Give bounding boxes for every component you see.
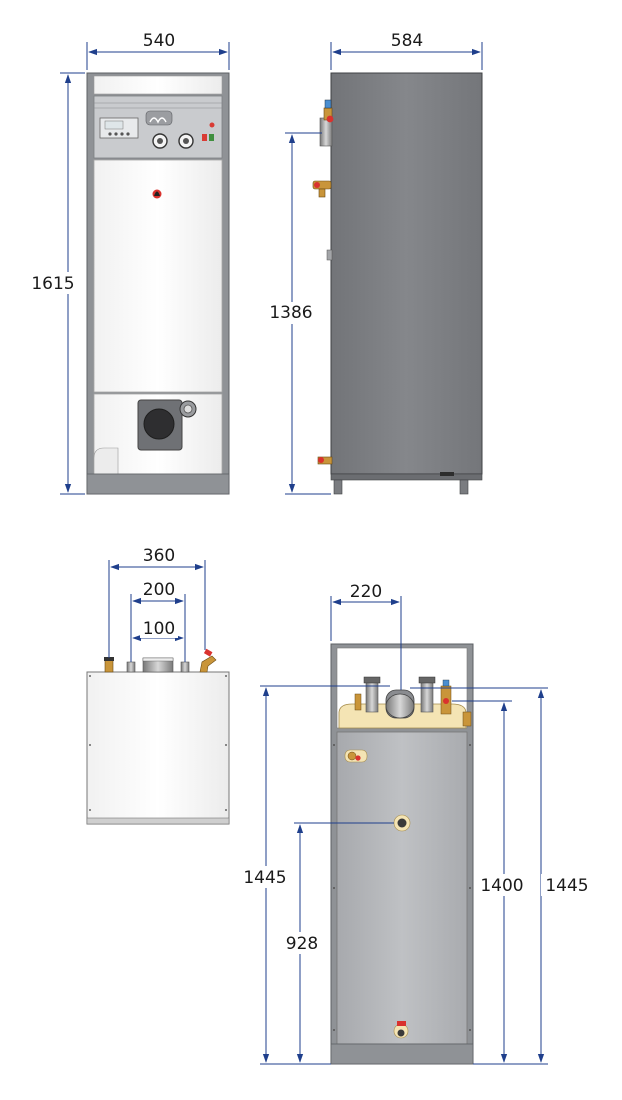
- top-view-casing: [86, 671, 230, 825]
- label-side-connection-height: 1386: [269, 303, 312, 323]
- drain-valve-icon: [317, 456, 333, 465]
- front-door: [93, 159, 223, 393]
- label-rear-offset: 220: [350, 582, 382, 602]
- rear-panel: [336, 731, 468, 1045]
- rear-safety-valve: [344, 749, 368, 763]
- return-connection: [393, 814, 411, 832]
- flue-pipe-icon: [319, 99, 334, 147]
- label-top-width-mid: 200: [143, 580, 175, 600]
- side-plinth: [330, 473, 483, 481]
- top-view: [86, 648, 230, 825]
- label-rear-height-left: 1445: [243, 868, 286, 888]
- label-rear-height-lower: 928: [286, 934, 318, 954]
- flame-icon: [152, 189, 162, 199]
- brand-logo-icon: [145, 110, 173, 126]
- rear-drain-valve: [393, 1021, 409, 1039]
- front-plinth: [86, 473, 230, 495]
- label-side-depth: 584: [391, 31, 423, 51]
- label-top-width-inner: 100: [143, 619, 175, 639]
- rear-plinth: [330, 1043, 474, 1065]
- front-top-panel: [93, 75, 223, 95]
- side-view: [312, 72, 483, 495]
- label-top-width-outer: 360: [143, 546, 175, 566]
- label-front-width: 540: [143, 31, 175, 51]
- safety-valve-icon: [312, 180, 332, 198]
- dimension-labels: 540 1615 584 1386 360 200 100 220 1445 9…: [26, 30, 595, 954]
- side-panel: [330, 72, 483, 475]
- thermometer-icon: [152, 133, 194, 149]
- label-rear-height-inner: 1400: [480, 876, 523, 896]
- front-view: [86, 72, 230, 495]
- rear-view: [330, 643, 474, 1065]
- label-front-height: 1615: [31, 274, 74, 294]
- label-rear-height-right: 1445: [545, 876, 588, 896]
- burner-port-icon: [137, 399, 197, 451]
